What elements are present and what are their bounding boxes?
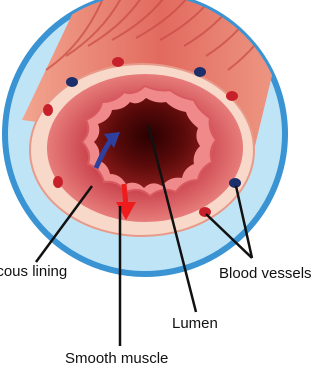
label-mucous-lining: ucous lining — [0, 264, 67, 279]
label-smooth-muscle: Smooth muscle — [65, 351, 168, 366]
label-lumen: Lumen — [172, 316, 218, 331]
label-blood-vessels: Blood vessels — [219, 266, 312, 281]
